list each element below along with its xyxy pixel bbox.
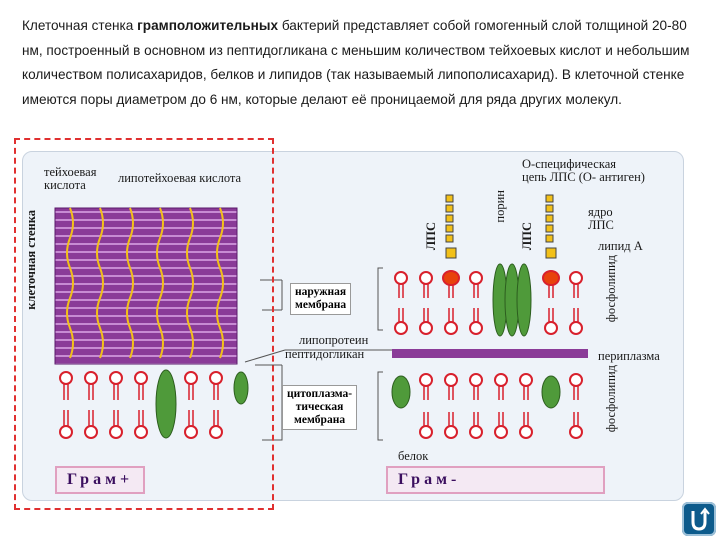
gram-negative-peptidoglycan [392, 349, 588, 358]
return-button[interactable] [682, 502, 716, 536]
o-antigen-label: О-специфическая цепь ЛПС (О- антиген) [522, 158, 645, 184]
teichoic-acid-label: тейхоевая кислота [44, 166, 96, 192]
lps-label-right: ЛПС [520, 222, 535, 250]
periplasm-label: периплазма [598, 350, 660, 363]
protein-label: белок [398, 450, 428, 463]
peptidoglycan-label: пептидогликан [285, 348, 364, 361]
lipoprotein-label: липопротеин [299, 334, 368, 347]
gram-positive-label: Грам+ [55, 466, 145, 494]
lipid-a-label: липид А [598, 240, 643, 253]
porin-label: порин [493, 190, 508, 223]
phospholipid-label-top: фосфолипид [604, 255, 619, 322]
core-lps-label: ядро ЛПС [588, 206, 614, 232]
return-arrow-icon [682, 502, 716, 536]
gram-negative-label: Грам- [386, 466, 605, 494]
cell-wall-label: клеточная стенка [24, 210, 39, 310]
gram-positive-highlight [14, 138, 274, 510]
phospholipid-label-bottom: фосфолипид [604, 365, 619, 432]
lipoteichoic-acid-label: липотейхоевая кислота [118, 172, 241, 185]
lps-label-left: ЛПС [424, 222, 439, 250]
cytoplasmic-membrane-label: цитоплазма- тическая мембрана [282, 385, 357, 430]
porin-protein [493, 264, 531, 336]
gram-negative-outer-membrane [395, 195, 582, 336]
membrane-protein [542, 376, 560, 408]
outer-membrane-label: наружная мембрана [290, 283, 351, 315]
gram-negative-inner-membrane [392, 374, 582, 438]
membrane-protein [392, 376, 410, 408]
